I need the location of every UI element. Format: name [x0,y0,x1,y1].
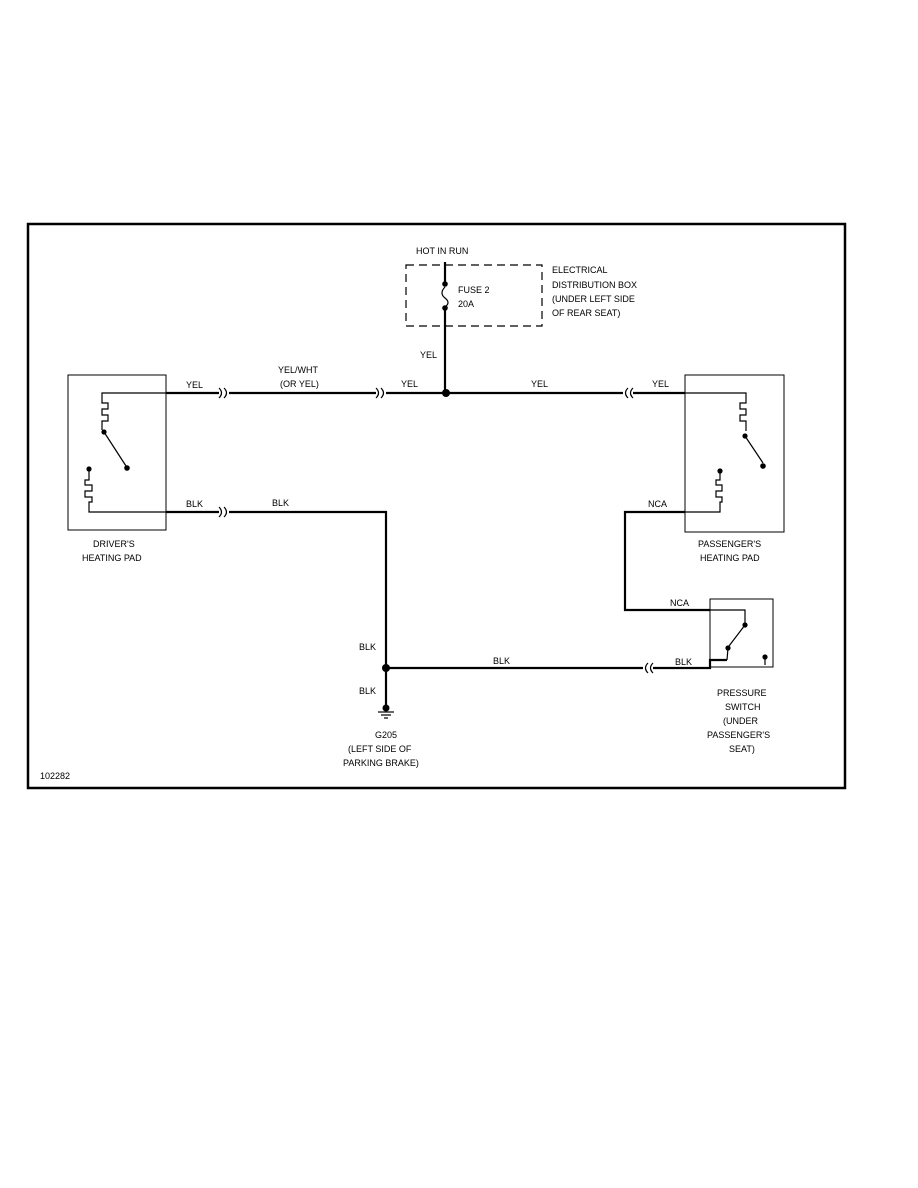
pressure-switch-box [709,598,774,668]
fuse-rating: 20A [458,299,474,309]
ground-label-2: (LEFT SIDE OF [348,744,412,754]
pressure-switch-label-5: SEAT) [729,744,755,754]
nca-wire [623,510,710,612]
fuse-name: FUSE 2 [458,285,490,295]
wire-label-blk-upper-ground: BLK [359,642,376,652]
wire-label-or-yel: (OR YEL) [280,379,319,389]
passenger-heater-element-icon [685,392,766,513]
wire-label-blk-bottom: BLK [493,656,510,666]
driver-pad-label-2: HEATING PAD [82,553,142,563]
diagram-frame [26,222,847,790]
pressure-switch-label-2: SWITCH [725,702,761,712]
passenger-pad-label-2: HEATING PAD [700,553,760,563]
yel-wire-top [166,387,685,399]
ground-name: G205 [375,730,397,740]
blk-wire-driver [166,506,388,668]
wire-label-blk-switch: BLK [675,657,692,667]
passenger-heating-pad-box [684,374,785,533]
blk-wire-bottom [386,658,727,674]
wire-label-blk-driver: BLK [186,499,203,509]
figure-id: 102282 [40,771,70,781]
fuse-symbol [441,262,449,393]
driver-heater-element-icon [84,392,166,513]
wire-label-yel-vertical: YEL [420,350,437,360]
wire-label-yel-right: YEL [531,379,548,389]
wire-label-yel-passenger: YEL [652,379,669,389]
pressure-switch-label-1: PRESSURE [717,688,767,698]
pressure-switch-label-4: PASSENGER'S [707,730,770,740]
distribution-box-label-4: OF REAR SEAT) [552,308,620,318]
distribution-box-label-1: ELECTRICAL [552,265,608,275]
driver-heating-pad-box [67,374,167,531]
pressure-switch-icon [710,609,768,665]
distribution-box-label-3: (UNDER LEFT SIDE [552,294,635,304]
wire-label-nca-passenger: NCA [648,499,667,509]
wire-label-blk-mid: BLK [272,498,289,508]
passenger-pad-label-1: PASSENGER'S [698,539,761,549]
driver-pad-label-1: DRIVER'S [93,539,135,549]
wire-label-nca-switch: NCA [670,598,689,608]
hot-in-run-label: HOT IN RUN [416,246,468,256]
distribution-box [405,264,543,327]
wire-label-yel-driver: YEL [186,380,203,390]
wire-label-blk-lower-ground: BLK [359,686,376,696]
pressure-switch-label-3: (UNDER [723,716,758,726]
ground-label-3: PARKING BRAKE) [343,758,419,768]
wire-label-yel-wht: YEL/WHT [278,365,319,375]
ground-icon [378,668,394,719]
distribution-box-label-2: DISTRIBUTION BOX [552,280,637,290]
yel-splice-point [442,389,450,397]
wire-label-yel-mid: YEL [401,379,418,389]
